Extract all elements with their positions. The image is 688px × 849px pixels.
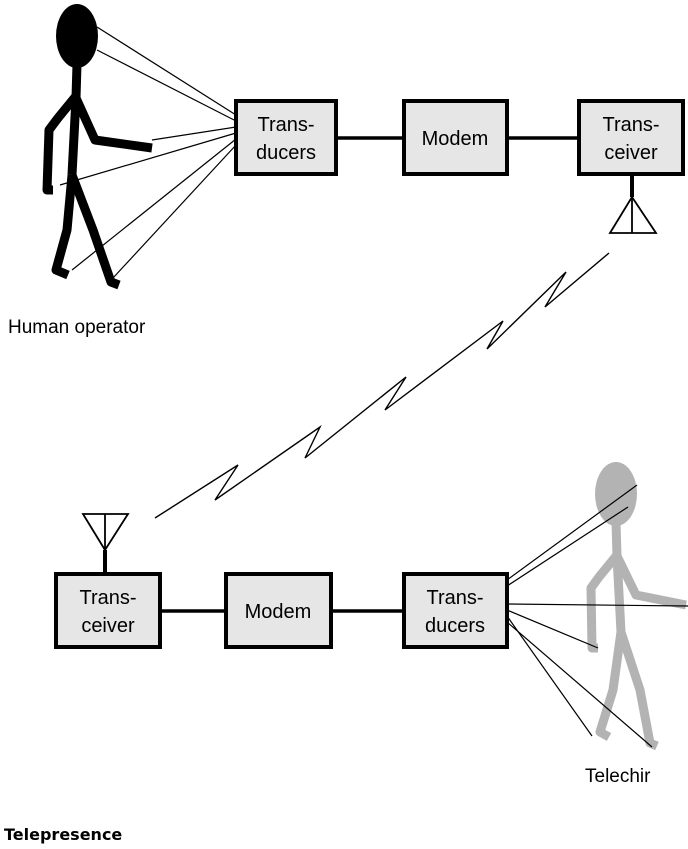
- human-operator-figure: [42, 4, 153, 290]
- top-transceiver-label-2: ceiver: [604, 142, 658, 164]
- top-antenna-icon: [608, 174, 658, 234]
- top-transducers-box: Trans- ducers: [234, 99, 338, 176]
- operator-sensor-wires: [59, 26, 237, 279]
- operator-head: [56, 4, 98, 68]
- top-transducers-label-1: Trans-: [257, 114, 314, 136]
- telechir-actuator-wires: [506, 484, 688, 748]
- bottom-transducers-label-1: Trans-: [426, 587, 483, 609]
- bottom-modem-label: Modem: [245, 601, 312, 623]
- bottom-transceiver-box: Trans- ceiver: [54, 572, 162, 649]
- bottom-transducers-label-2: ducers: [425, 615, 485, 637]
- top-transducers-label-2: ducers: [256, 142, 316, 164]
- figure-caption: Telepresence: [4, 825, 122, 844]
- top-modem-box: Modem: [402, 99, 509, 176]
- bottom-transducers-box: Trans- ducers: [402, 572, 509, 649]
- radio-link: [154, 252, 610, 519]
- top-transceiver-label-1: Trans-: [602, 114, 659, 136]
- bottom-transceiver-label-2: ceiver: [81, 615, 135, 637]
- telechir-head: [595, 462, 637, 526]
- telechir-figure: [586, 462, 687, 751]
- top-modem-label: Modem: [422, 128, 489, 150]
- bottom-antenna-icon: [81, 513, 130, 574]
- bottom-transceiver-label-1: Trans-: [79, 587, 136, 609]
- top-transceiver-box: Trans- ceiver: [577, 99, 685, 176]
- bottom-modem-box: Modem: [224, 572, 333, 649]
- telechir-label: Telechir: [585, 766, 651, 787]
- human-operator-label: Human operator: [8, 317, 146, 338]
